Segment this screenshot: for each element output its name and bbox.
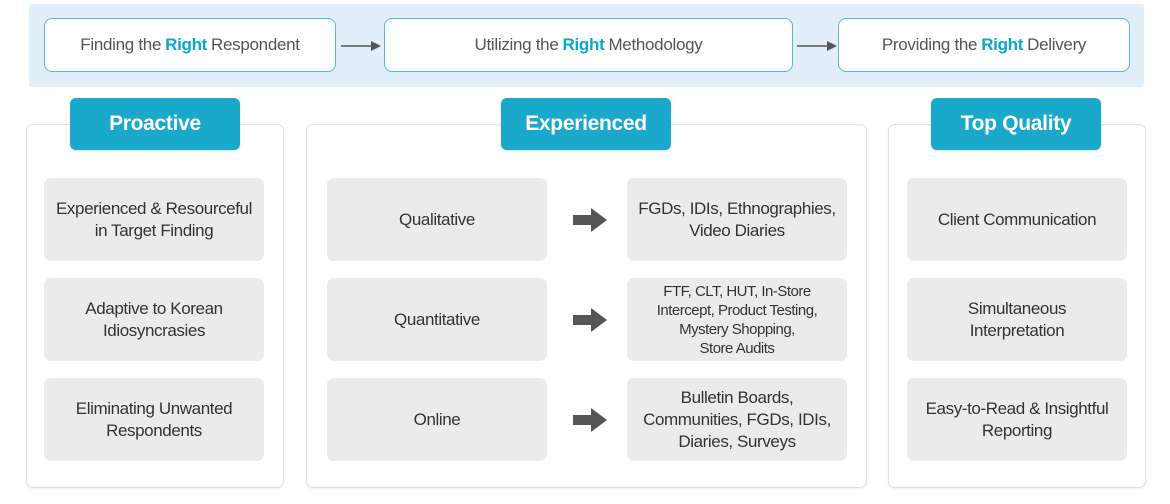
flow-step-text: Finding the: [80, 35, 162, 54]
quality-item: Client Communication: [907, 178, 1127, 261]
flow-step-delivery: Providing the Right Delivery: [838, 18, 1130, 72]
quality-item: Simultaneous Interpretation: [907, 278, 1127, 361]
flow-step-highlight: Right: [981, 35, 1024, 54]
flow-step-text: Utilizing the: [474, 35, 559, 54]
arrow-right-icon: [573, 408, 607, 432]
flow-step-respondent: Finding the Right Respondent: [44, 18, 336, 72]
method-detail-card: FGDs, IDIs, Ethnographies, Video Diaries: [627, 178, 847, 261]
method-card: Online: [327, 378, 547, 461]
quality-heading: Top Quality: [931, 98, 1101, 150]
flow-step-text: Delivery: [1027, 35, 1087, 54]
method-detail-card: Bulletin Boards, Communities, FGDs, IDIs…: [627, 378, 847, 461]
method-detail-card: FTF, CLT, HUT, In-Store Intercept, Produ…: [627, 278, 847, 361]
arrow-right-icon: [797, 41, 837, 51]
flow-step-text: Providing the: [881, 35, 978, 54]
flow-step-highlight: Right: [165, 35, 208, 54]
arrow-right-icon: [341, 41, 381, 51]
flow-step-text: Respondent: [211, 35, 300, 54]
proactive-item: Eliminating Unwanted Respondents: [44, 378, 264, 461]
quality-item: Easy-to-Read & Insightful Reporting: [907, 378, 1127, 461]
method-card: Quantitative: [327, 278, 547, 361]
arrow-right-icon: [573, 308, 607, 332]
flow-step-methodology: Utilizing the Right Methodology: [384, 18, 793, 72]
method-card: Qualitative: [327, 178, 547, 261]
experienced-heading: Experienced: [501, 98, 671, 150]
flow-step-text: Methodology: [608, 35, 703, 54]
proactive-item: Adaptive to Korean Idiosyncrasies: [44, 278, 264, 361]
proactive-heading: Proactive: [70, 98, 240, 150]
arrow-right-icon: [573, 208, 607, 232]
proactive-item: Experienced & Resourceful in Target Find…: [44, 178, 264, 261]
flow-step-highlight: Right: [562, 35, 605, 54]
